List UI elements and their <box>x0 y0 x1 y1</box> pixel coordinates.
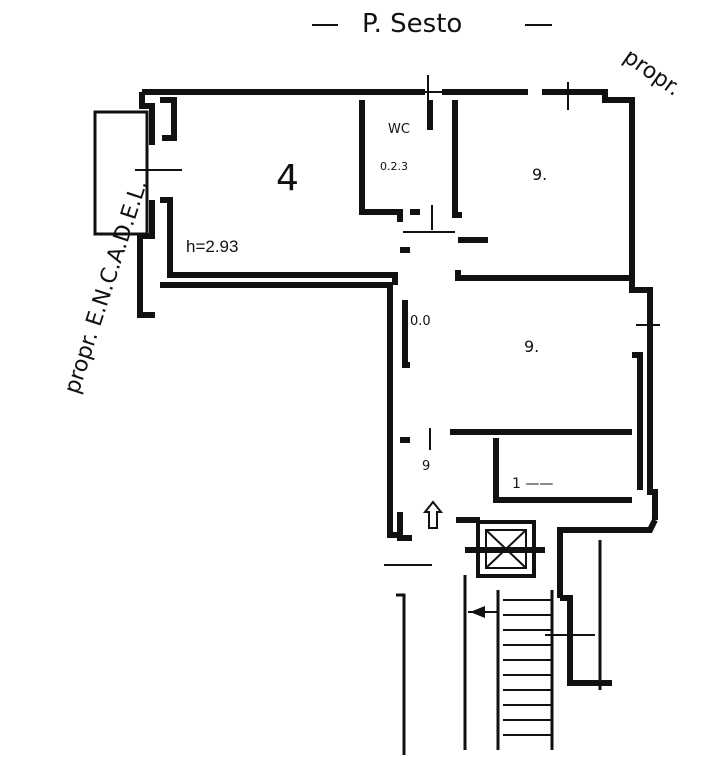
outer-walls <box>137 89 658 690</box>
title-group: P. Sesto <box>312 9 552 39</box>
room-mid-right-label: 9. <box>524 337 539 356</box>
entrance-arrow-icon <box>422 500 444 529</box>
room-wc-area-label: 0.2.3 <box>380 160 408 173</box>
room-bottom-right-label: 1 —— <box>512 476 553 492</box>
lift-icon <box>476 520 536 578</box>
room-wc-label: WC <box>388 122 410 137</box>
staircase <box>396 575 554 755</box>
balcony <box>93 110 149 236</box>
right-owner-label: propr. <box>619 44 686 101</box>
stair-arrow-icon <box>470 606 485 618</box>
room-main-label: 4 <box>276 158 299 199</box>
plan-title: P. Sesto <box>362 9 462 39</box>
room-bottom-small-label: 9 <box>422 459 430 474</box>
ceiling-height-label: h=2.93 <box>186 237 238 256</box>
room-top-right-label: 9. <box>532 165 547 184</box>
corridor-label: 0.0 <box>410 314 431 329</box>
